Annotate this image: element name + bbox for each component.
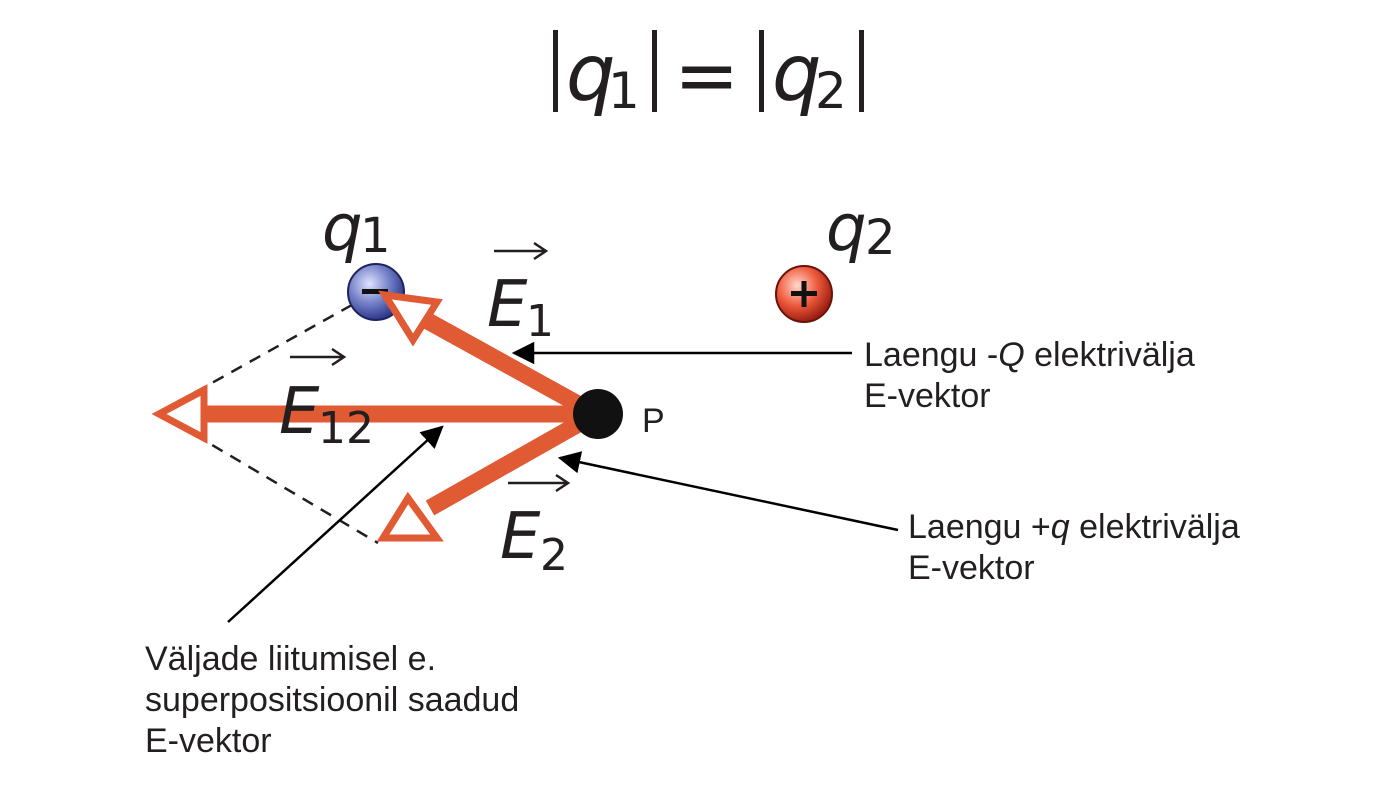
equation-right-sub: 2	[815, 62, 847, 120]
q1-label-var: q	[322, 192, 363, 266]
annotation-pos-field: Laengu +q elektrivälja E-vektor	[908, 508, 1240, 587]
E1-overarrow-head	[533, 241, 549, 261]
vector-E12-arrow	[151, 384, 596, 444]
equation-title: q 1 = q 2	[553, 29, 864, 121]
minus-icon	[362, 289, 388, 294]
abs-bar-left-1	[553, 30, 558, 112]
annotation-neg-field: Laengu -Q elektrivälja E-vektor	[864, 336, 1195, 415]
abs-bar-right-1	[759, 30, 764, 112]
vector-E1-shaft	[421, 312, 601, 422]
point-P-label: P	[642, 402, 665, 440]
q2-label-sub: 2	[865, 210, 896, 266]
annotation-superposition: Väljade liitumisel e. superpositsioonil …	[145, 640, 519, 760]
neg-field-line2: E-vektor	[864, 377, 991, 415]
pos-field-line1: Laengu +q elektrivälja	[908, 508, 1240, 546]
vector-E2-arrow	[376, 406, 601, 542]
abs-bar-left-2	[652, 30, 657, 112]
equation-left-var: q	[566, 29, 616, 119]
label-E12: E 12	[279, 347, 374, 454]
vector-E2-shaft	[425, 406, 601, 516]
point-P-dot	[573, 389, 623, 439]
equation-equals: =	[674, 31, 739, 121]
pos-field-line2: E-vektor	[908, 549, 1035, 587]
E12-letter: E	[279, 375, 320, 449]
vector-E1-arrow	[378, 290, 601, 422]
E2-letter: E	[500, 500, 541, 574]
q1-label-sub: 1	[360, 208, 391, 264]
E1-letter: E	[487, 268, 528, 342]
equation-right-var: q	[772, 29, 822, 119]
superposition-line2: superpositsioonil saadud	[145, 681, 519, 719]
vector-E1-head	[378, 290, 443, 347]
dashed-line-upper	[157, 294, 369, 415]
abs-bar-right-2	[859, 30, 864, 112]
vector-E2-head	[376, 491, 444, 542]
equation-left-sub: 1	[608, 62, 640, 120]
plus-icon-v	[801, 281, 807, 307]
pointer-superposition	[227, 425, 444, 623]
label-E1: E 1	[487, 241, 554, 347]
E12-sub: 12	[318, 403, 374, 454]
charge-q2	[775, 265, 833, 323]
q2-label-var: q	[826, 192, 867, 266]
E1-sub: 1	[526, 296, 554, 347]
pointer-pos-field	[557, 451, 899, 532]
label-E2: E 2	[500, 473, 571, 581]
E2-sub: 2	[540, 530, 568, 581]
neg-field-line1: Laengu -Q elektrivälja	[864, 336, 1195, 374]
E12-overarrow-head	[331, 347, 347, 367]
E2-overarrow-head	[555, 473, 571, 493]
vector-E12-head	[151, 384, 208, 444]
superposition-line3: E-vektor	[145, 722, 272, 760]
annotation-pointers	[227, 341, 899, 623]
superposition-line1: Väljade liitumisel e.	[145, 640, 436, 678]
